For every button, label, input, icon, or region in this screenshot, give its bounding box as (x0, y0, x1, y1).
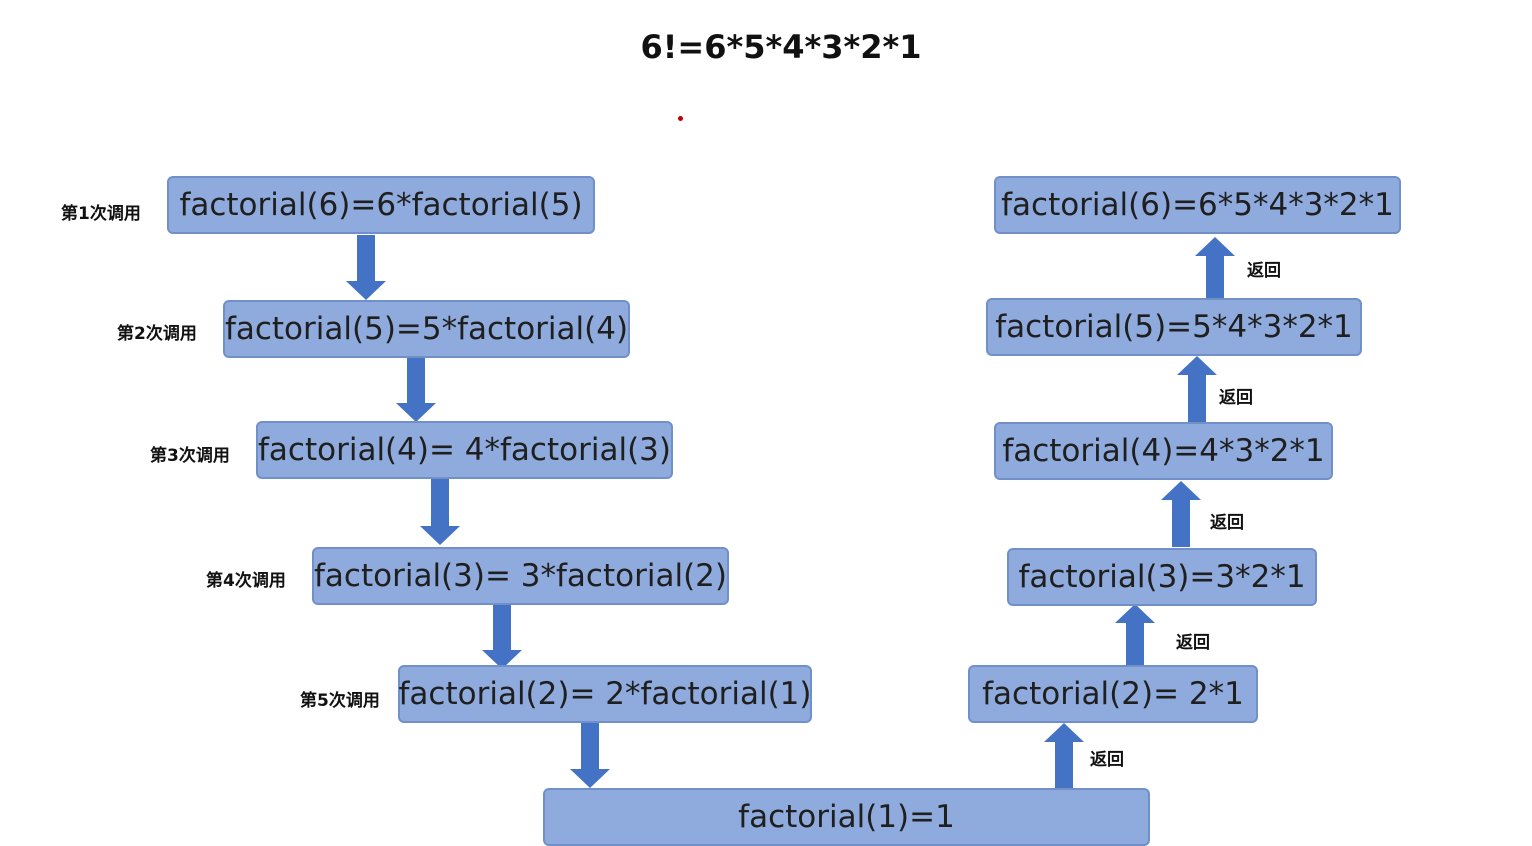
call-label-4: 第4次调用 (206, 571, 286, 591)
up-arrow-2 (1177, 356, 1217, 422)
call-box-3: factorial(4)= 4*factorial(3) (256, 421, 673, 479)
call-label-3: 第3次调用 (150, 446, 230, 466)
return-box-2: factorial(2)= 2*1 (968, 665, 1258, 723)
return-label-3: 返回 (1210, 513, 1244, 533)
down-arrow-2 (396, 358, 436, 422)
return-box-4: factorial(4)=4*3*2*1 (994, 422, 1333, 480)
down-arrow-1 (346, 235, 386, 300)
diagram-title: 6!=6*5*4*3*2*1 (640, 28, 922, 66)
up-arrow-3 (1161, 481, 1201, 547)
call-label-1: 第1次调用 (61, 204, 141, 224)
call-box-4: factorial(3)= 3*factorial(2) (312, 547, 729, 605)
up-arrow-4 (1115, 604, 1155, 667)
return-label-2: 返回 (1219, 388, 1253, 408)
call-box-1: factorial(6)=6*factorial(5) (167, 176, 595, 234)
down-arrow-3 (420, 479, 460, 545)
down-arrow-5 (570, 723, 610, 788)
call-box-2: factorial(5)=5*factorial(4) (223, 300, 630, 358)
base-case-box: factorial(1)=1 (543, 788, 1150, 846)
up-arrow-5 (1044, 723, 1084, 788)
down-arrow-4 (482, 605, 522, 669)
return-label-4: 返回 (1176, 633, 1210, 653)
return-box-6: factorial(6)=6*5*4*3*2*1 (994, 176, 1401, 234)
return-label-1: 返回 (1247, 261, 1281, 281)
up-arrow-1 (1195, 237, 1235, 300)
call-label-2: 第2次调用 (117, 324, 197, 344)
return-box-5: factorial(5)=5*4*3*2*1 (986, 298, 1362, 356)
call-label-5: 第5次调用 (300, 691, 380, 711)
call-box-5: factorial(2)= 2*factorial(1) (398, 665, 812, 723)
return-box-3: factorial(3)=3*2*1 (1007, 548, 1317, 606)
return-label-5: 返回 (1090, 750, 1124, 770)
red-dot (678, 116, 683, 121)
